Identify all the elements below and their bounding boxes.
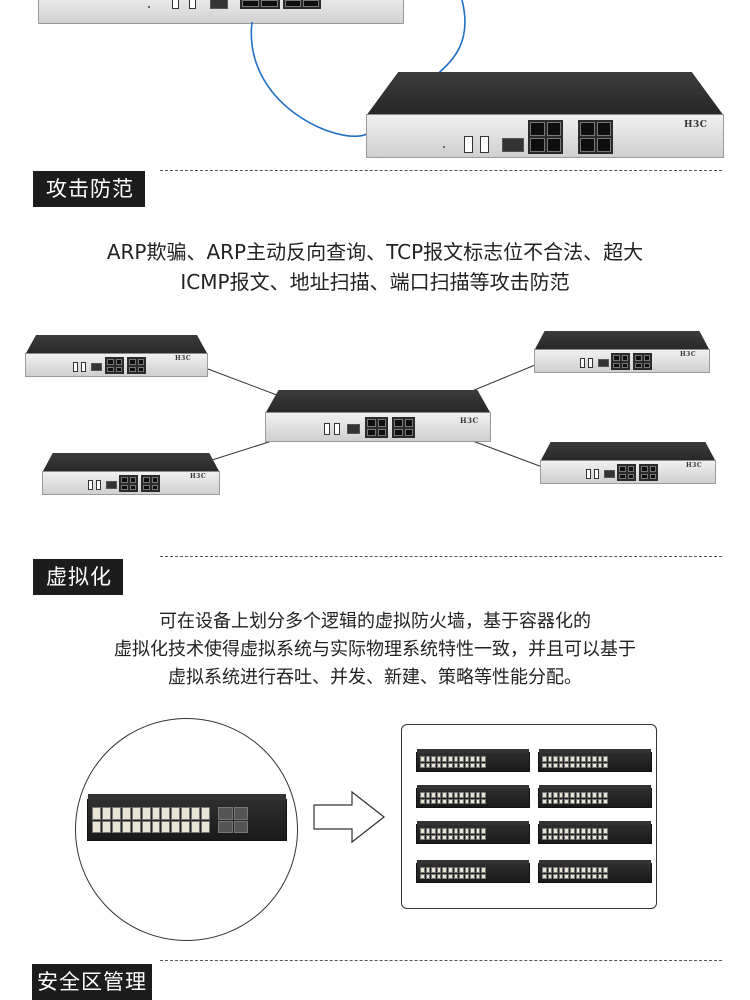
section-title-security-zone: 安全区管理 — [32, 964, 152, 1000]
switch-device — [538, 749, 652, 772]
firewall-device-node: H3C — [534, 331, 710, 373]
firewall-device-top-left — [38, 0, 404, 24]
switch-device — [538, 821, 652, 844]
divider — [160, 960, 722, 961]
switch-device — [87, 794, 287, 841]
virtual-desc-line3: 虚拟系统进行吞吐、并发、新建、策略等性能分配。 — [168, 667, 582, 688]
physical-device-circle — [75, 718, 298, 941]
firewall-device-node: H3C — [540, 442, 716, 484]
firewall-device-node: H3C — [42, 453, 220, 495]
firewall-device-large: H3C — [366, 72, 724, 158]
section-title-virtualization: 虚拟化 — [33, 559, 123, 595]
firewall-device-node: H3C — [25, 335, 208, 377]
brand-logo: H3C — [684, 120, 708, 130]
connector-curve — [250, 0, 466, 137]
divider — [160, 556, 722, 557]
divider — [160, 170, 722, 171]
switch-device — [416, 821, 530, 844]
switch-device — [416, 860, 530, 883]
arrow-right-outline-icon — [313, 790, 385, 844]
brand-logo: H3C — [190, 473, 207, 480]
brand-logo: H3C — [175, 355, 192, 362]
switch-device — [538, 785, 652, 808]
firewall-device-center: H3C — [265, 390, 491, 442]
virtual-desc-line2: 虚拟化技术使得虚拟系统与实际物理系统特性一致，并且可以基于 — [114, 639, 636, 660]
virtual-desc-line1: 可在设备上划分多个逻辑的虚拟防火墙，基于容器化的 — [159, 611, 591, 632]
attack-desc-line2: ICMP报文、地址扫描、端口扫描等攻击防范 — [180, 270, 570, 294]
brand-logo: H3C — [460, 416, 479, 425]
switch-device — [416, 785, 530, 808]
attack-desc-line1: ARP欺骗、ARP主动反向查询、TCP报文标志位不合法、超大 — [106, 240, 644, 264]
brand-logo: H3C — [686, 462, 703, 469]
switch-device — [416, 749, 530, 772]
virtual-devices-box — [401, 724, 657, 909]
brand-logo: H3C — [680, 351, 697, 358]
switch-device — [538, 860, 652, 883]
section-title-attack: 攻击防范 — [33, 171, 145, 207]
